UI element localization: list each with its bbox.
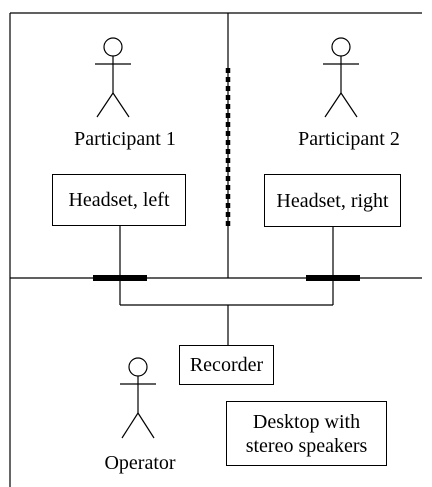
- headset-right-label: Headset, right: [276, 189, 389, 212]
- participant-1-figure: [95, 37, 131, 118]
- headset-right-box: Headset, right: [264, 174, 401, 227]
- operator-label: Operator: [104, 452, 176, 474]
- operator-figure: [120, 357, 156, 439]
- headset-left-box: Headset, left: [52, 174, 186, 226]
- desktop-label: Desktop with stereo speakers: [245, 410, 368, 457]
- headset-left-label: Headset, left: [68, 189, 170, 211]
- participant-1-label: Participant 1: [74, 128, 176, 150]
- recorder-label: Recorder: [189, 354, 264, 376]
- participant-2-label: Participant 2: [298, 128, 400, 150]
- participant-2-figure: [323, 37, 359, 118]
- desktop-box: Desktop with stereo speakers: [226, 401, 387, 466]
- recorder-box: Recorder: [179, 345, 274, 385]
